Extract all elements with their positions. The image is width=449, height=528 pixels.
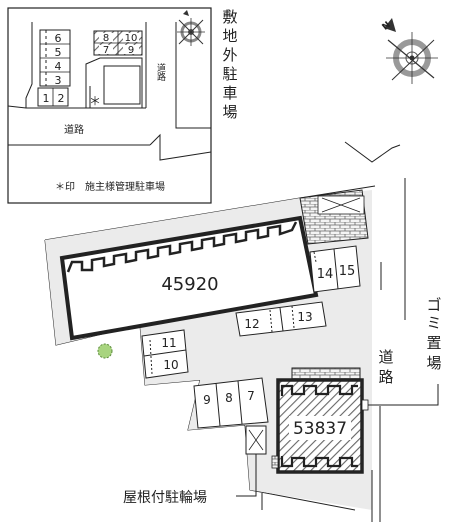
inset-space-2: 2 [58, 92, 65, 105]
space-12: 12 [244, 317, 259, 331]
inset-road-horizontal-label: 道路 [64, 123, 84, 136]
svg-text:地: 地 [222, 27, 237, 45]
svg-text:置: 置 [426, 334, 441, 352]
inset-space-10: 10 [125, 33, 138, 44]
space-8: 8 [225, 391, 233, 405]
brick-wall-area [299, 189, 369, 245]
bicycle-leader-line [236, 454, 257, 497]
svg-text:敷: 敷 [222, 8, 237, 26]
svg-text:路: 路 [378, 368, 393, 386]
inset-space-4: 4 [55, 60, 62, 73]
tree-icon [97, 343, 113, 359]
inset-space-6: 6 [55, 32, 62, 45]
offsite-parking-label: 敷 地 外 駐 車 場 [222, 8, 237, 121]
space-9: 9 [203, 393, 211, 407]
parking-14-15: 14 15 [309, 245, 361, 293]
svg-text:場: 場 [426, 354, 441, 372]
svg-text:道: 道 [378, 348, 393, 366]
building-45920-label: 45920 [161, 274, 218, 295]
garbage-leader-line [368, 384, 439, 406]
inset-space-7: 7 [103, 45, 109, 56]
svg-text:車: 車 [222, 84, 237, 102]
building-53837-label: 53837 [293, 419, 347, 439]
inset-road-vertical-label: 道路 [155, 62, 166, 82]
bicycle-parking [245, 425, 267, 455]
svg-text:駐: 駐 [222, 65, 237, 83]
inset-parking-bottom: 1 2 [37, 87, 69, 107]
inset-space-8: 8 [103, 33, 109, 44]
inset-map: 6 5 4 3 1 2 8 10 7 9 [7, 7, 212, 204]
building-53837: 53837 [271, 367, 369, 474]
main-site: 45920 14 15 12 13 11 10 [44, 141, 439, 522]
inset-space-9: 9 [128, 45, 134, 56]
svg-text:ゴ: ゴ [426, 296, 441, 314]
parking-11-10: 11 10 [141, 329, 189, 379]
inset-compass-icon [177, 10, 205, 46]
parking-9-8-7: 9 8 7 [193, 377, 269, 429]
building-45920: 45920 [59, 215, 319, 341]
space-11: 11 [161, 336, 176, 350]
space-15: 15 [339, 264, 356, 279]
inset-space-3: 3 [55, 74, 62, 87]
inset-building: ＊ [85, 57, 143, 109]
bicycle-parking-label: 屋根付駐輪場 [123, 489, 207, 506]
svg-text:外: 外 [222, 46, 237, 64]
svg-text:場: 場 [222, 103, 237, 121]
space-13: 13 [297, 310, 312, 324]
compass-icon: N [381, 18, 438, 84]
svg-text:ミ: ミ [426, 314, 441, 332]
inset-legend: ＊印 施主様管理駐車場 [55, 180, 165, 193]
space-7: 7 [247, 389, 255, 403]
garbage-storage-label: ゴ ミ 置 場 [426, 296, 441, 372]
inset-hatched-spaces: 8 10 7 9 [93, 30, 143, 56]
inset-space-5: 5 [55, 46, 62, 59]
road-label: 道 路 [378, 348, 393, 386]
inset-parking-left: 6 5 4 3 [39, 29, 71, 87]
inset-owner-space-mark: ＊ [89, 94, 101, 108]
inset-space-1: 1 [43, 92, 50, 105]
inset-road-edge-left [25, 22, 33, 108]
space-10: 10 [163, 358, 178, 372]
parking-12-13: 12 13 [235, 301, 327, 337]
space-14: 14 [317, 267, 334, 282]
